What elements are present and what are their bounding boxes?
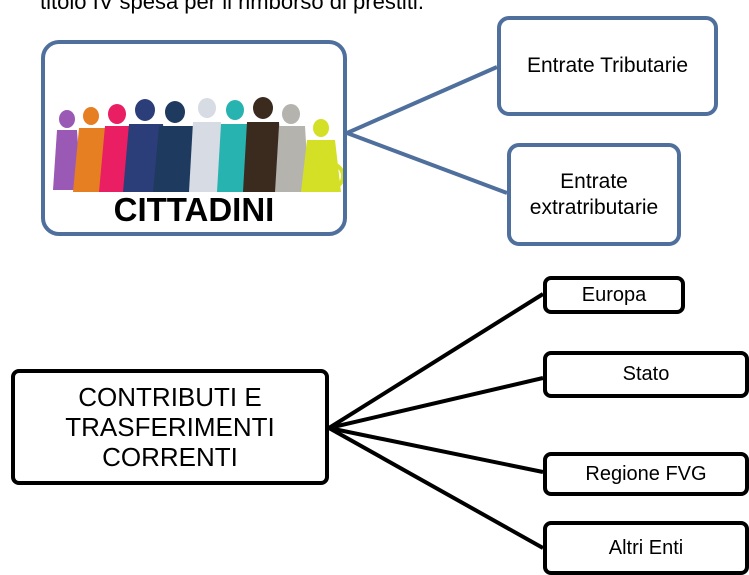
cittadini-node: CITTADINI <box>41 40 347 236</box>
contributi-line-1: CONTRIBUTI E <box>78 382 262 412</box>
stato-node: Stato <box>543 351 749 398</box>
altri-enti-node: Altri Enti <box>543 521 749 575</box>
connector-contributi-regione <box>328 426 544 474</box>
contributi-line-2: TRASFERIMENTI <box>65 412 275 442</box>
connector-cittadini-tributarie <box>346 65 498 135</box>
contributi-trasferimenti-node: CONTRIBUTI E TRASFERIMENTI CORRENTI <box>11 369 329 485</box>
connector-contributi-stato <box>328 376 544 430</box>
top-cut-text: titolo IV spesa per il rimborso di prest… <box>40 0 424 14</box>
people-silhouettes-image <box>53 97 343 192</box>
altri-enti-label: Altri Enti <box>608 536 684 559</box>
cittadini-label: CITTADINI <box>113 191 275 228</box>
connector-contributi-altri <box>328 426 544 550</box>
entrate-tributarie-label: Entrate Tributarie <box>526 54 689 77</box>
europa-node: Europa <box>543 276 685 314</box>
regione-fvg-label: Regione FVG <box>585 462 707 485</box>
entrate-extratributarie-node: Entrate extratributarie <box>507 143 681 246</box>
europa-label: Europa <box>581 283 647 306</box>
contributi-label: CONTRIBUTI E TRASFERIMENTI CORRENTI <box>65 382 274 472</box>
entrate-tributarie-node: Entrate Tributarie <box>497 16 718 116</box>
connector-cittadini-extratributarie <box>346 131 508 195</box>
entrate-extratributarie-label: Entrate extratributarie <box>529 169 659 219</box>
connector-contributi-europa <box>327 292 545 430</box>
stato-label: Stato <box>622 363 670 385</box>
regione-fvg-node: Regione FVG <box>543 452 749 496</box>
contributi-line-3: CORRENTI <box>102 442 238 472</box>
